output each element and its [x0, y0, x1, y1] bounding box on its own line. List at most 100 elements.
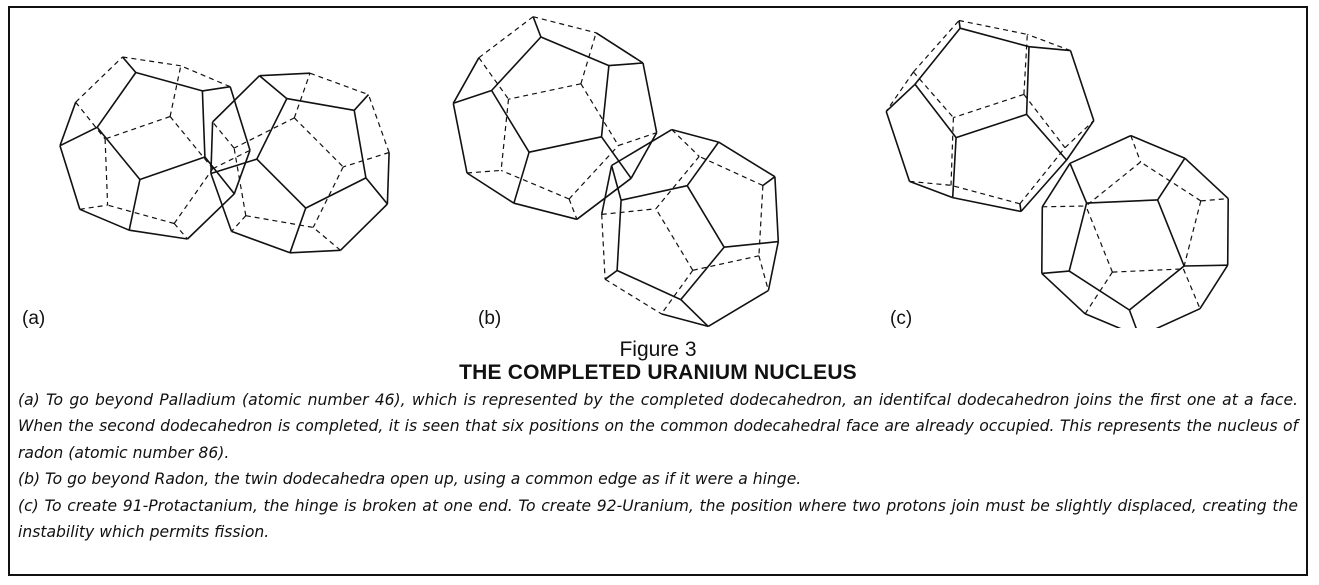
visible-edge: [885, 83, 916, 112]
hidden-edge: [758, 185, 764, 256]
hidden-edge: [909, 180, 952, 186]
hidden-edge: [1085, 205, 1113, 273]
visible-edge: [210, 158, 258, 175]
visible-edge: [1156, 199, 1185, 267]
visible-edge: [620, 184, 688, 201]
dodecahedron-c2: [1041, 134, 1229, 328]
hidden-edge: [169, 116, 214, 170]
figure-number: Figure 3: [619, 338, 697, 361]
visible-edge: [686, 141, 720, 187]
caption-part-c: (c) To create 91-Protactanium, the hinge…: [18, 496, 1298, 542]
hidden-edge: [233, 117, 295, 149]
hidden-edge: [1200, 198, 1229, 202]
hidden-edge: [104, 115, 171, 140]
hidden-edge: [1027, 33, 1071, 52]
visible-edge: [680, 246, 725, 301]
visible-edge: [1155, 307, 1201, 328]
visible-edge: [229, 86, 251, 151]
visible-edge: [59, 126, 98, 147]
dodecahedron-a2: [210, 72, 390, 254]
visible-edge: [1069, 162, 1088, 204]
hidden-edge: [671, 129, 700, 157]
visible-edge: [289, 207, 307, 254]
visible-edge: [909, 180, 953, 199]
panel-c-drawing: [885, 19, 1229, 328]
visible-edge: [491, 36, 542, 92]
visible-edge: [952, 196, 1022, 213]
visible-edge: [671, 128, 719, 143]
visible-edge: [718, 141, 776, 178]
visible-edge: [914, 27, 961, 85]
visible-edge: [1041, 270, 1070, 275]
dodecahedron-b2: [600, 128, 780, 328]
visible-edge: [202, 85, 231, 92]
panel-a-drawing: [59, 56, 390, 254]
visible-edge: [1041, 162, 1071, 208]
hidden-edge: [1042, 205, 1086, 208]
hidden-edge: [618, 132, 657, 147]
visible-edge: [774, 176, 780, 242]
visible-edge: [611, 128, 673, 167]
visible-edge: [1025, 113, 1068, 161]
visible-edge: [452, 57, 480, 104]
visible-edge: [201, 90, 206, 158]
hidden-edge: [1140, 161, 1202, 202]
visible-edge: [135, 71, 203, 92]
visible-edge: [1069, 134, 1132, 165]
visible-edge: [528, 136, 602, 153]
visible-edge: [96, 126, 141, 181]
hidden-edge: [698, 155, 764, 187]
hidden-edge: [245, 215, 314, 228]
visible-edge: [59, 101, 77, 146]
hidden-edge: [568, 145, 619, 200]
visible-edge: [289, 249, 341, 254]
hidden-edge: [580, 32, 597, 84]
hidden-edge: [79, 204, 108, 210]
visible-edge: [1184, 157, 1229, 200]
visible-edge: [767, 241, 780, 291]
figure-caption: (a) To go beyond Palladium (atomic numbe…: [18, 387, 1298, 545]
visible-edge: [608, 62, 644, 67]
hidden-edge: [758, 255, 769, 291]
visible-edge: [610, 165, 622, 201]
hidden-edge: [212, 121, 235, 149]
visible-edge: [386, 152, 390, 205]
visible-edge: [59, 145, 81, 210]
visible-edge: [452, 103, 468, 174]
hidden-edge: [692, 255, 760, 271]
hidden-edge: [104, 138, 109, 206]
hidden-edge: [580, 83, 619, 146]
hidden-edge: [1085, 161, 1141, 207]
hidden-edge: [950, 184, 1021, 205]
visible-edge: [490, 90, 530, 153]
visible-edge: [466, 172, 515, 204]
hidden-edge: [233, 147, 247, 216]
dodecahedron-a1: [59, 56, 251, 240]
visible-edge: [121, 56, 137, 74]
visible-edge: [1086, 199, 1158, 204]
hidden-edge: [478, 16, 534, 59]
panel-b-label: (b): [478, 308, 502, 329]
visible-edge: [616, 200, 622, 271]
hidden-edge: [309, 72, 369, 96]
hidden-edge: [212, 149, 251, 170]
visible-edge: [885, 111, 911, 182]
visible-edge: [256, 98, 288, 160]
visible-edge: [186, 193, 235, 240]
visible-edge: [686, 185, 725, 248]
visible-edge: [1084, 313, 1122, 328]
hidden-edge: [950, 117, 954, 186]
visible-edge: [212, 75, 261, 123]
visible-edge: [642, 62, 658, 133]
hidden-edge: [604, 278, 662, 315]
visible-edge: [259, 72, 311, 77]
hidden-edge: [912, 71, 954, 118]
visible-edge: [96, 72, 137, 128]
hidden-edge: [1019, 147, 1066, 205]
visible-edge: [576, 177, 632, 220]
visible-edge: [1020, 159, 1068, 213]
visible-edge: [1069, 50, 1095, 121]
visible-edge: [1025, 46, 1030, 115]
hidden-edge: [1182, 268, 1201, 309]
visible-edge: [707, 289, 769, 328]
